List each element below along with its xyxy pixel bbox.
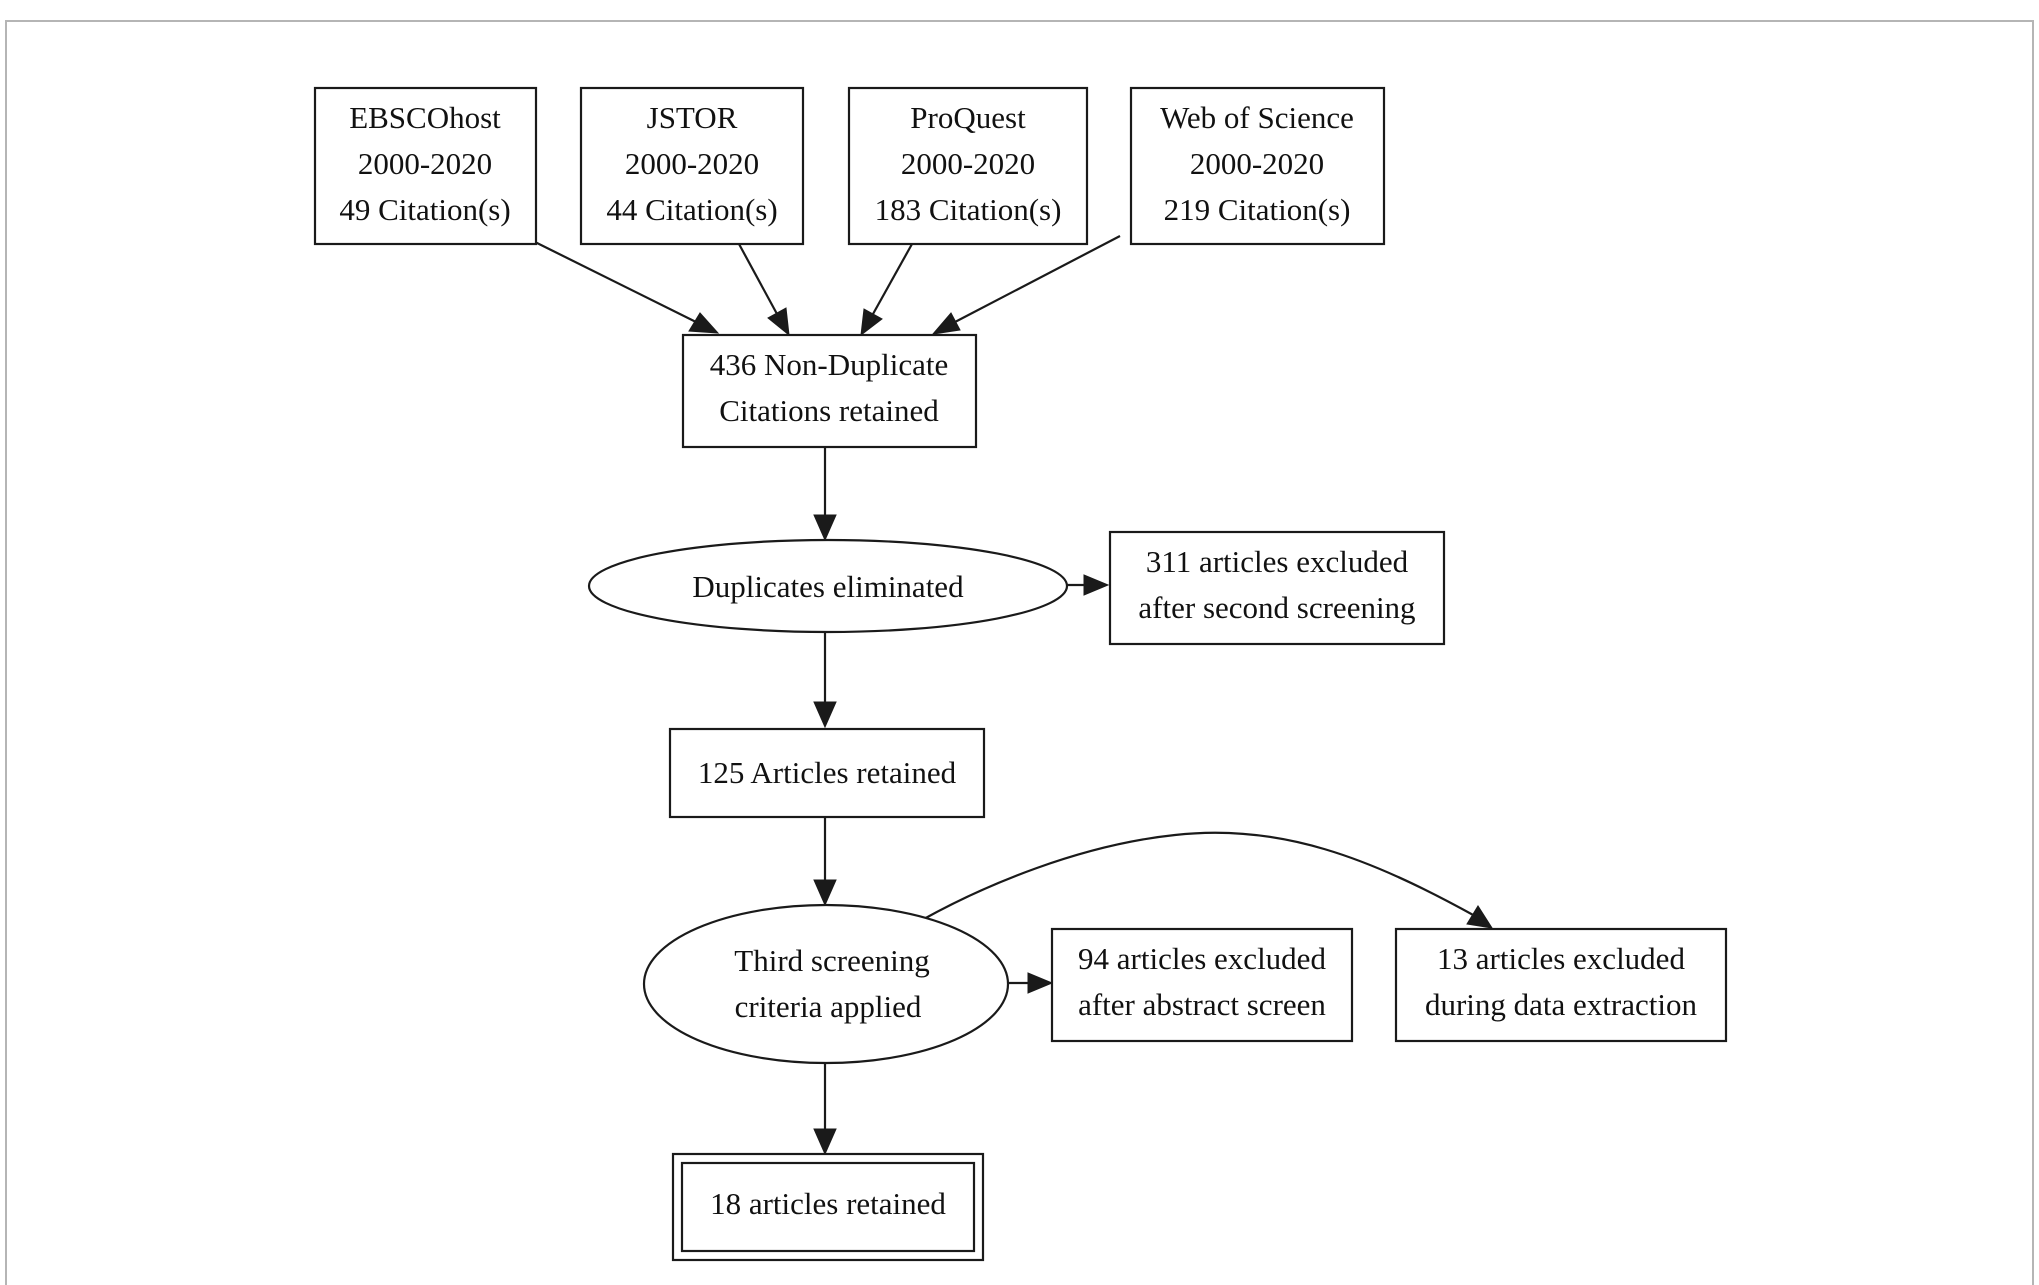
node-web-of-science: Web of Science 2000-2020 219 Citation(s): [1129, 86, 1386, 246]
node-excluded-extraction-line-1: 13 articles excluded: [1437, 941, 1685, 976]
node-jstor-line-1: JSTOR: [647, 100, 738, 135]
edge-jstor-to-non-duplicate: [738, 243, 790, 337]
node-web-of-science-line-1: Web of Science: [1160, 100, 1354, 135]
edges: [534, 235, 1494, 1156]
node-proquest: ProQuest 2000-2020 183 Citation(s): [847, 86, 1089, 246]
node-proquest-line-2: 2000-2020: [901, 146, 1035, 181]
edge-non-duplicate-to-duplicates-eliminated: [813, 447, 837, 542]
node-excluded-abstract-line-2: after abstract screen: [1078, 987, 1326, 1022]
figure-border: [5, 20, 2034, 1285]
edge-third-screening-to-excluded-abstract: [1008, 972, 1054, 994]
node-excluded-extraction: 13 articles excluded during data extract…: [1394, 927, 1728, 1043]
node-ebscohost-line-1: EBSCOhost: [349, 100, 501, 135]
node-web-of-science-line-2: 2000-2020: [1190, 146, 1324, 181]
node-third-screening-line-2: criteria applied: [735, 989, 922, 1024]
node-non-duplicate-line-2: Citations retained: [719, 393, 939, 428]
node-excluded-second-screening: 311 articles excluded after second scree…: [1108, 530, 1446, 646]
node-web-of-science-line-3: 219 Citation(s): [1164, 192, 1351, 227]
node-proquest-line-1: ProQuest: [910, 100, 1026, 135]
edge-articles-retained-125-to-third-screening: [813, 817, 837, 907]
node-jstor: JSTOR 2000-2020 44 Citation(s): [579, 86, 805, 246]
node-excluded-extraction-line-2: during data extraction: [1425, 987, 1698, 1022]
node-third-screening-line-1: Third screening: [734, 943, 929, 978]
node-proquest-line-3: 183 Citation(s): [875, 192, 1062, 227]
node-excluded-abstract-line-1: 94 articles excluded: [1078, 941, 1326, 976]
edge-third-screening-to-excluded-extraction: [921, 831, 1494, 929]
edge-proquest-to-non-duplicate: [860, 243, 913, 337]
node-jstor-line-3: 44 Citation(s): [606, 192, 777, 227]
node-articles-retained-18-line-1: 18 articles retained: [710, 1186, 946, 1221]
node-duplicates-eliminated-line-1: Duplicates eliminated: [692, 569, 964, 604]
node-ebscohost-line-2: 2000-2020: [358, 146, 492, 181]
node-non-duplicate-citations: 436 Non-Duplicate Citations retained: [681, 333, 978, 449]
node-jstor-line-2: 2000-2020: [625, 146, 759, 181]
edge-web-of-science-to-non-duplicate: [931, 235, 1121, 335]
node-duplicates-eliminated: Duplicates eliminated: [587, 538, 1069, 634]
node-non-duplicate-line-1: 436 Non-Duplicate: [710, 347, 948, 382]
node-excluded-second-screening-line-2: after second screening: [1138, 590, 1415, 625]
node-excluded-abstract: 94 articles excluded after abstract scre…: [1050, 927, 1354, 1043]
node-articles-retained-18: 18 articles retained: [671, 1152, 985, 1262]
node-ebscohost: EBSCOhost 2000-2020 49 Citation(s): [313, 86, 538, 246]
edge-duplicates-eliminated-to-articles-retained-125: [813, 632, 837, 729]
node-articles-retained-125-line-1: 125 Articles retained: [698, 755, 957, 790]
edge-duplicates-eliminated-to-excluded-second-screening: [1067, 574, 1110, 596]
node-articles-retained-125: 125 Articles retained: [668, 727, 986, 819]
node-third-screening: Third screening criteria applied: [642, 903, 1010, 1065]
node-excluded-second-screening-line-1: 311 articles excluded: [1146, 544, 1409, 579]
edge-third-screening-to-articles-retained-18: [813, 1062, 837, 1156]
edge-ebscohost-to-non-duplicate: [534, 241, 720, 334]
node-ebscohost-line-3: 49 Citation(s): [339, 192, 510, 227]
